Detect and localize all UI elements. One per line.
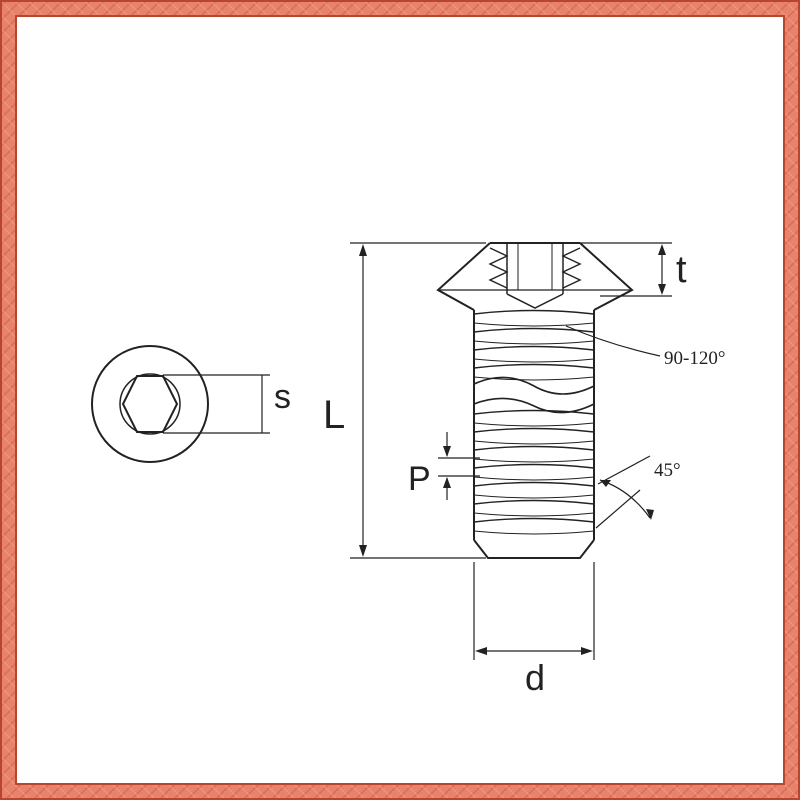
dimension-s xyxy=(163,374,270,434)
dimension-t xyxy=(580,242,672,297)
thread-crest-line xyxy=(474,517,594,523)
thread-root-line xyxy=(474,494,594,499)
thread-root-line xyxy=(474,340,594,345)
end-view xyxy=(91,345,209,463)
label-L: L xyxy=(323,393,345,437)
thread-root-line xyxy=(474,440,594,445)
thread-lines xyxy=(474,309,594,535)
thread-root-line xyxy=(474,458,594,463)
thread-crest-line xyxy=(474,463,594,469)
thread-root-line xyxy=(474,376,594,381)
thread-crest-line xyxy=(474,427,594,433)
dimension-d xyxy=(473,562,595,660)
thread-root-line xyxy=(474,530,594,535)
thread-crest-line xyxy=(474,327,594,333)
screw-side-view xyxy=(436,242,634,559)
thread-crest-line xyxy=(474,481,594,487)
label-P: P xyxy=(408,460,431,498)
thread-root-line xyxy=(474,476,594,481)
label-chamfer-angle: 45° xyxy=(654,460,681,481)
thread-root-line xyxy=(474,512,594,517)
chamfer-angle-indicator xyxy=(595,455,654,529)
end-view-outer-circle xyxy=(91,345,209,463)
label-s: s xyxy=(274,378,291,416)
thread-crest-line xyxy=(474,363,594,369)
thread-crest-line xyxy=(474,309,594,315)
thread-crest-line xyxy=(474,445,594,451)
thread-root-line xyxy=(474,358,594,363)
dimension-P xyxy=(438,432,480,500)
label-countersink-angle: 90-120° xyxy=(664,348,725,369)
label-t: t xyxy=(676,249,687,291)
dimension-L xyxy=(350,242,486,559)
end-view-inner-circle xyxy=(119,373,181,435)
thread-crest-line xyxy=(474,499,594,505)
countersink-angle-leader xyxy=(565,325,661,357)
thread-root-line xyxy=(474,422,594,427)
thread-root-line xyxy=(474,322,594,327)
hex-socket-icon xyxy=(121,375,179,433)
thread-crest-line xyxy=(474,409,594,415)
thread-crest-line xyxy=(474,345,594,351)
label-d: d xyxy=(525,657,545,698)
